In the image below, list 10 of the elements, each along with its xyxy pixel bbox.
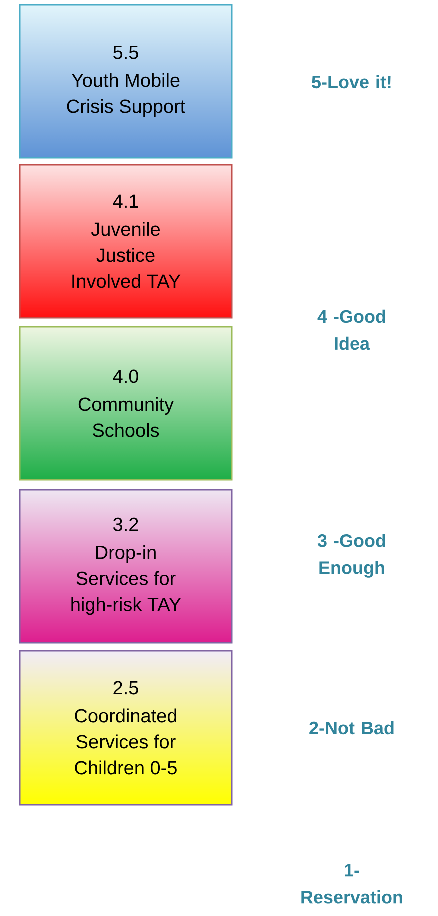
rating-label: 1- Reservation	[302, 864, 402, 904]
rating-label: 4 -Good Idea	[318, 310, 386, 350]
rating-box: 4.1 Juvenile Justice Involved TAY	[19, 164, 233, 319]
rating-label: 3 -Good Enough	[318, 534, 386, 578]
rating-box: 2.5 Coordinated Services for Children 0-5	[19, 650, 233, 806]
rating-box: 4.0 Community Schools	[19, 326, 233, 481]
rating-box: 5.5 Youth Mobile Crisis Support	[19, 4, 233, 159]
rating-label: 5-Love it!	[312, 75, 391, 89]
rating-box: 3.2 Drop-in Services for high-risk TAY	[19, 489, 233, 644]
rating-label: 2-Not Bad	[310, 721, 394, 735]
